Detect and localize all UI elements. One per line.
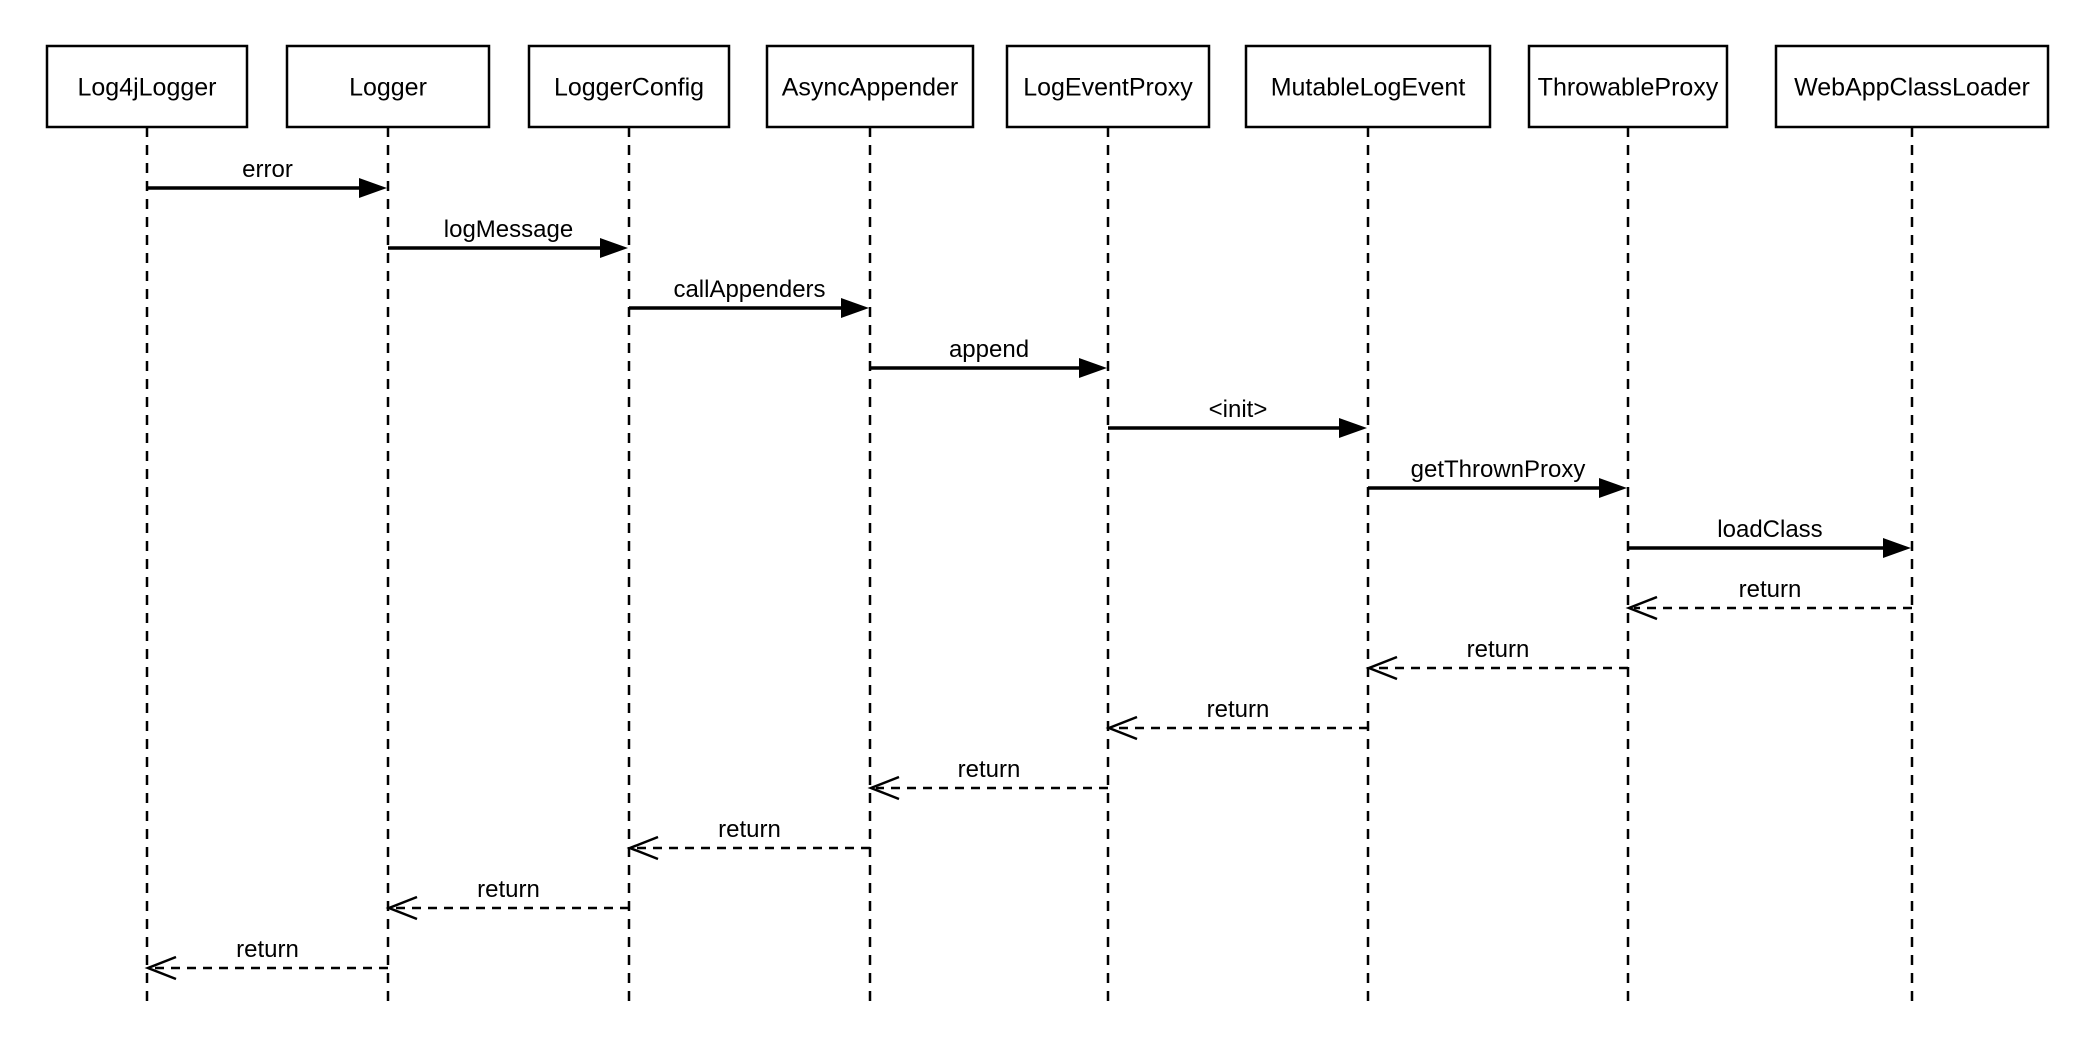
participant-box: [765, 44, 975, 129]
call-arrowhead-icon: [1883, 538, 1911, 558]
call-arrowhead-icon: [1599, 478, 1627, 498]
message-label: error: [242, 156, 293, 183]
call-arrowhead-icon: [1339, 418, 1367, 438]
participant-label: Logger: [349, 74, 427, 102]
participant: LoggerConfig: [527, 44, 731, 1008]
message: return: [1365, 636, 1628, 681]
message: <init>: [1108, 396, 1367, 438]
call-arrowhead-icon: [841, 298, 869, 318]
participant: LogEventProxy: [1005, 44, 1211, 1008]
participant-label: LoggerConfig: [554, 74, 704, 102]
return-arrowhead-icon: [626, 835, 659, 861]
message-label: getThrownProxy: [1411, 456, 1586, 483]
message: return: [1625, 576, 1912, 621]
return-arrowhead-icon: [867, 775, 900, 801]
return-arrowhead-icon: [144, 955, 177, 981]
participant-box: [1005, 44, 1211, 129]
return-arrowhead-icon: [385, 895, 418, 921]
message: append: [870, 336, 1107, 378]
participant-box: [1774, 44, 2050, 129]
return-arrowhead-icon: [1625, 595, 1658, 621]
participant-label: WebAppClassLoader: [1794, 74, 2030, 102]
participant: MutableLogEvent: [1244, 44, 1492, 1008]
return-arrowhead-icon: [1105, 715, 1138, 741]
message-label: return: [718, 816, 781, 843]
participant: Logger: [285, 44, 491, 1008]
message-label: return: [477, 876, 540, 903]
message-label: loadClass: [1717, 516, 1822, 543]
message-label: return: [1207, 696, 1270, 723]
message: return: [1105, 696, 1368, 741]
participant-label: ThrowableProxy: [1538, 74, 1719, 102]
participant-label: Log4jLogger: [77, 74, 216, 102]
participant-label: AsyncAppender: [782, 74, 959, 102]
message: getThrownProxy: [1368, 456, 1627, 498]
participant: WebAppClassLoader: [1774, 44, 2050, 1008]
participant: AsyncAppender: [765, 44, 975, 1008]
call-arrowhead-icon: [1079, 358, 1107, 378]
message: logMessage: [388, 216, 628, 258]
message-label: return: [236, 936, 299, 963]
participant-box: [527, 44, 731, 129]
participant-box: [1244, 44, 1492, 129]
message: callAppenders: [629, 276, 869, 318]
return-arrowhead-icon: [1365, 655, 1398, 681]
call-arrowhead-icon: [359, 178, 387, 198]
message: return: [867, 756, 1108, 801]
message-label: logMessage: [444, 216, 573, 243]
message-label: <init>: [1209, 396, 1268, 423]
message-label: return: [1739, 576, 1802, 603]
message: return: [626, 816, 870, 861]
participant-label: LogEventProxy: [1023, 74, 1193, 102]
participant-box: [45, 44, 249, 129]
message: return: [144, 936, 388, 981]
participant-box: [285, 44, 491, 129]
message: error: [147, 156, 387, 198]
message: return: [385, 876, 629, 921]
message-label: append: [949, 336, 1029, 363]
participant: Log4jLogger: [45, 44, 249, 1008]
participant-box: [1527, 44, 1729, 129]
message-label: return: [1467, 636, 1530, 663]
message-label: return: [958, 756, 1021, 783]
message: loadClass: [1628, 516, 1911, 558]
participant-label: MutableLogEvent: [1271, 74, 1466, 102]
call-arrowhead-icon: [600, 238, 628, 258]
participant: ThrowableProxy: [1527, 44, 1729, 1008]
message-label: callAppenders: [673, 276, 825, 303]
